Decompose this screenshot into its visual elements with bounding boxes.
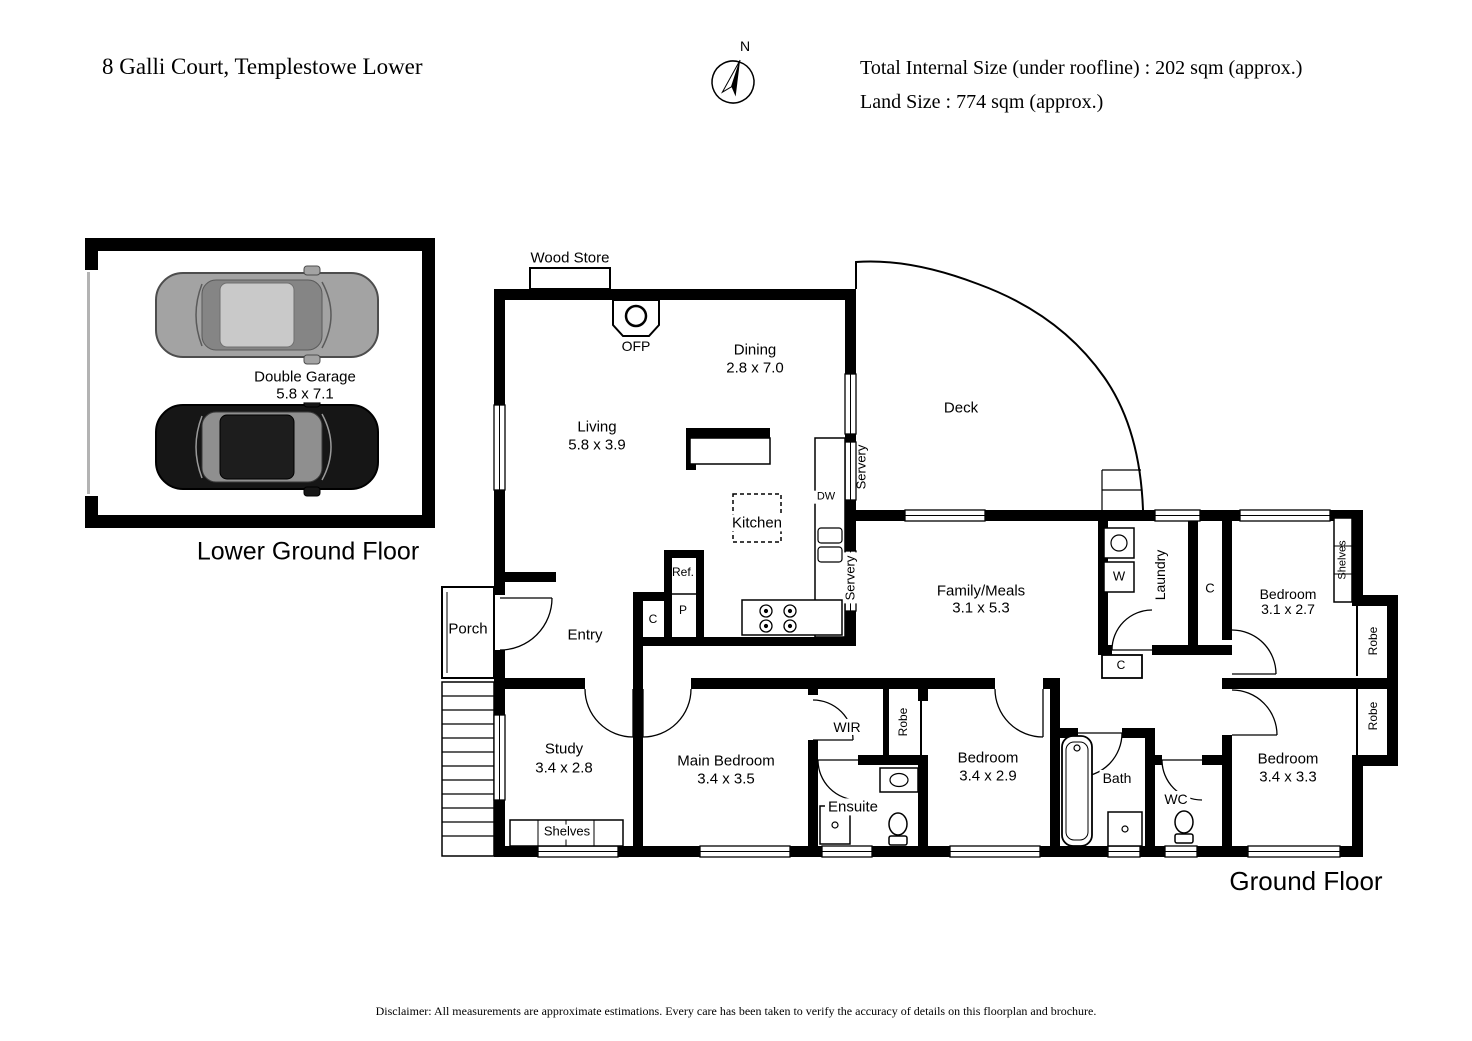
fridge-label: Ref. (671, 565, 695, 580)
wood-store-box (529, 267, 611, 290)
bedroom2-label: Bedroom (1259, 585, 1317, 602)
robe-bottom-label: Robe (1366, 701, 1381, 731)
dishwasher-label: DW (813, 490, 839, 504)
garage-dims: 5.8 x 7.1 (273, 385, 337, 403)
total-internal-size: Total Internal Size (under roofline) : 2… (860, 57, 1303, 79)
kitchen-fixtures (689, 437, 846, 638)
porch-outline (441, 586, 495, 679)
ensuite-label: Ensuite (824, 798, 882, 816)
robe-top-label: Robe (1366, 626, 1381, 656)
main-bedroom-dims: 3.4 x 3.5 (697, 770, 755, 788)
bedroom4-dims: 3.4 x 3.3 (1259, 768, 1317, 786)
bath-label: Bath (1099, 769, 1135, 787)
compass-north-label: N (739, 37, 751, 54)
fireplace-ofp-icon (612, 299, 660, 337)
living-dims: 5.8 x 3.9 (568, 436, 626, 454)
garage-plan (85, 238, 435, 528)
closet-kitchen-label: C (648, 612, 658, 627)
bedroom3-label: Bedroom (957, 749, 1019, 767)
disclaimer-text: Disclaimer: All measurements are approxi… (375, 1004, 1097, 1018)
deck-outline (855, 260, 1144, 511)
closet-laundry-label: C (1205, 580, 1215, 596)
deck-label: Deck (943, 399, 979, 417)
stairs (441, 681, 495, 857)
dining-dims: 2.8 x 7.0 (726, 359, 784, 377)
shelves-units (509, 517, 1353, 847)
bath-fixtures (1061, 735, 1143, 847)
pantry-label: P (678, 603, 688, 618)
wir-label: WIR (830, 718, 864, 736)
land-size: Land Size : 774 sqm (approx.) (860, 91, 1104, 113)
shelves-study-label: Shelves (540, 824, 594, 840)
garage-label: Double Garage (251, 368, 359, 386)
washer-label: W (1112, 568, 1126, 584)
laundry-label: Laundry (1151, 549, 1168, 601)
living-label: Living (577, 418, 617, 436)
car-gray (155, 265, 379, 365)
entry-label: Entry (567, 626, 603, 644)
family-meals-label: Family/Meals (936, 582, 1026, 600)
study-label: Study (544, 740, 584, 758)
car-black (155, 397, 379, 497)
closet-hall-label: C (1113, 658, 1129, 673)
porch-label: Porch (448, 620, 488, 638)
ofp-label: OFP (621, 337, 651, 354)
main-bedroom-label: Main Bedroom (677, 752, 775, 770)
servery-family-label: Servery (843, 552, 859, 604)
servery-deck-label: Servery (853, 444, 869, 490)
bedroom2-dims: 3.1 x 2.7 (1261, 600, 1315, 617)
robe-mid-label: Robe (896, 704, 911, 740)
study-dims: 3.4 x 2.8 (535, 759, 593, 777)
wc-toilet-icon (1174, 810, 1194, 844)
garage-walls (85, 238, 435, 528)
doors (499, 597, 1278, 801)
compass-icon (711, 59, 755, 104)
shelves-bedroom-label: Shelves (1336, 540, 1349, 580)
ground-floor-title: Ground Floor (1229, 866, 1383, 897)
family-meals-dims: 3.1 x 5.3 (952, 599, 1010, 617)
garage-door-line (87, 272, 90, 494)
lower-ground-floor-title: Lower Ground Floor (196, 537, 420, 566)
bedroom4-label: Bedroom (1257, 750, 1319, 768)
laundry-fixtures (1103, 527, 1135, 593)
bedroom3-dims: 3.4 x 2.9 (959, 767, 1017, 785)
dining-label: Dining (733, 341, 777, 359)
robe-doors (643, 593, 1358, 755)
property-address: 8 Galli Court, Templestowe Lower (102, 54, 423, 79)
wood-store-label: Wood Store (530, 249, 610, 267)
kitchen-label: Kitchen (728, 514, 786, 532)
wc-label: WC (1161, 790, 1191, 808)
